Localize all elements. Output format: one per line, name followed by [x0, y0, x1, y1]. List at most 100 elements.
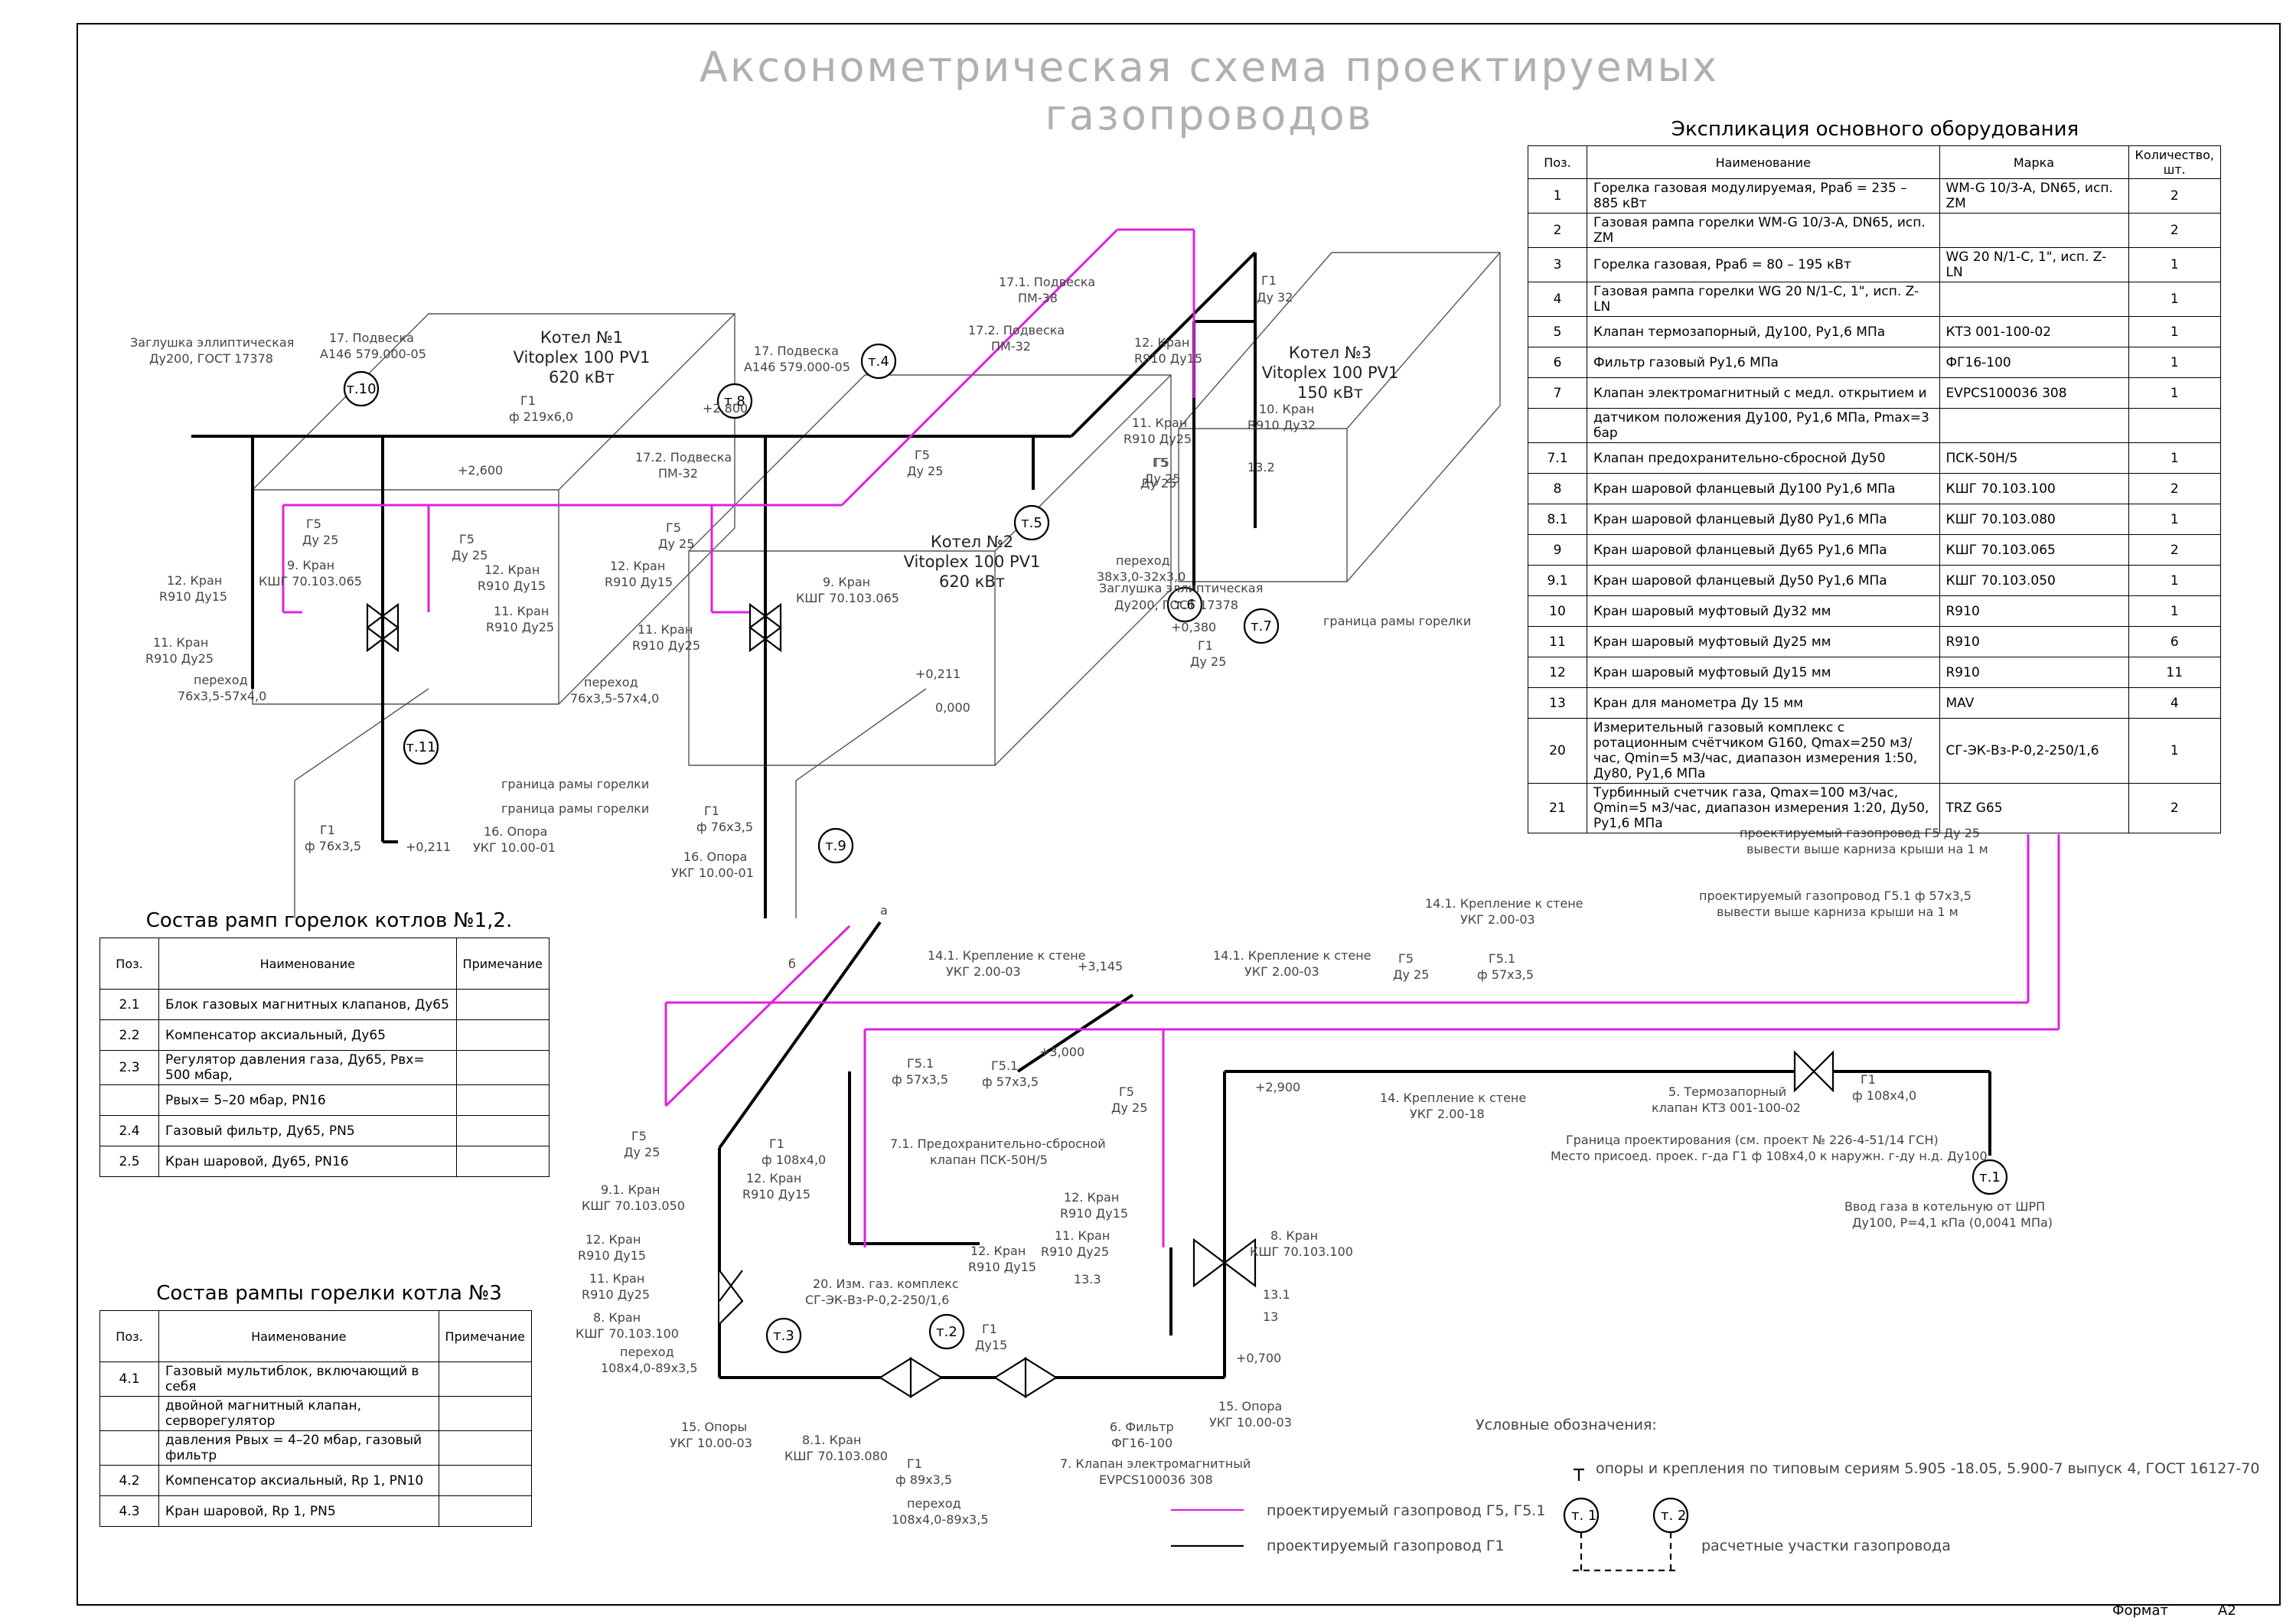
annotation-valve-11b-t: R910 Ду25	[486, 620, 554, 634]
annotation-hanger-1-type: А146 579.000-05	[320, 347, 426, 361]
annotation-elev-0211b: +0,211	[915, 667, 960, 681]
annotation-g5-1a-t: ф 57х3,5	[892, 1072, 948, 1087]
annotation-inlet-1: Ввод газа в котельную от ШРП	[1844, 1199, 2045, 1214]
boiler-1-power: 620 кВт	[549, 368, 615, 386]
table-cell: Кран шаровой фланцевый Ду80 Ру1,6 МПа	[1587, 504, 1940, 535]
table-cell: СГ-ЭК-Вз-Р-0,2-250/1,6	[1939, 718, 2129, 784]
annotation-wall-14: 14. Крепление к стене	[1380, 1091, 1526, 1105]
table-cell	[455, 1019, 550, 1051]
annotation-g1-76a: Г1	[320, 823, 335, 837]
equipment-header-qty: Количество, шт.	[2128, 145, 2221, 179]
segment-marker-labels: т.10 т.8 т.4 т.5 т.6 т.7 т.11 т.9 т.3 т.…	[346, 354, 2000, 1344]
drawing-frame	[77, 23, 2281, 1606]
annotation-g5-g: Г5	[1398, 951, 1414, 966]
annotation-axis-a: а	[880, 903, 888, 918]
table-cell: Газовый фильтр, Ду65, PN5	[158, 1115, 457, 1146]
label-t11: т.11	[406, 739, 435, 755]
table-cell: датчиком положения Ду100, Ру1,6 МПа, Pma…	[1587, 408, 1940, 443]
annotation-valve-9a: 9. Кран	[287, 558, 334, 572]
annotation-g5-d: Г5	[915, 448, 930, 462]
table-cell: ПСК-50Н/5	[1939, 442, 2129, 474]
annotation-valve-12b-t: R910 Ду15	[478, 579, 546, 593]
annotation-valve-12i: 12. Кран	[970, 1244, 1026, 1258]
table-cell: 9	[1528, 534, 1587, 566]
annotation-valve-12f: 12. Кран	[746, 1171, 801, 1185]
legend-title: Условные обозначения:	[1476, 1417, 1657, 1433]
table-cell: 1	[2128, 316, 2221, 347]
annotation-g5-i-size: Ду 25	[624, 1145, 660, 1159]
annotation-vent-1b: вывести выше карниза крыши на 1 м	[1746, 842, 1988, 856]
annotation-transition-b-t: 76х3,5-57х4,0	[570, 691, 659, 706]
annotation-g1-main-size: ф 219х6,0	[509, 409, 573, 424]
annotation-valve-12e: 12. Кран	[1134, 335, 1189, 350]
table-cell: 1	[2128, 282, 2221, 317]
annotation-elev-0000: 0,000	[935, 700, 970, 715]
equipment-header-brand: Марка	[1939, 145, 2129, 179]
boiler-1-name: Котел №1	[540, 328, 623, 347]
annotation-border-1: Граница проектирования (см. проект № 226…	[1566, 1133, 1939, 1147]
table-cell: Горелка газовая модулируемая, Pраб = 235…	[1587, 178, 1940, 214]
table-cell: КШГ 70.103.065	[1939, 534, 2129, 566]
table-row: Pвых= 5–20 мбар, PN16	[99, 1084, 550, 1116]
table-cell: 4	[2128, 687, 2221, 719]
boiler-2-model: Vitoplex 100 PV1	[904, 553, 1041, 571]
table-row: двойной магнитный клапан, сервoрегулятор	[99, 1396, 533, 1431]
annotation-hanger-1: 17. Подвеска	[329, 331, 414, 345]
format-label: Формат	[2112, 1603, 2169, 1619]
table-cell	[455, 1146, 550, 1177]
segment-marker-t9	[817, 827, 854, 864]
annotation-elev-0700: +0,700	[1236, 1351, 1281, 1365]
table-cell: R910	[1939, 626, 2129, 657]
table-cell: 4.2	[99, 1465, 159, 1496]
annotation-thermo-valve-t: клапан КТЗ 001-100-02	[1652, 1101, 1801, 1115]
annotation-g5-e: Г5	[1154, 455, 1169, 470]
annotation-valve-12h: 12. Кран	[1064, 1190, 1119, 1205]
annotation-transition-a-t: 76х3,5-57х4,0	[178, 689, 266, 703]
annotation-n13-3: 13.3	[1074, 1272, 1101, 1286]
annotation-g1-76b: Г1	[704, 804, 719, 818]
annotation-valve-91: 9.1. Кран	[601, 1182, 660, 1197]
annotation-g5-a: Г5	[306, 517, 321, 531]
annotation-hanger-3: 17.1. Подвеска	[999, 275, 1095, 289]
annotation-valve-12g-t: R910 Ду15	[578, 1248, 646, 1263]
annotation-valve-11d-t: R910 Ду25	[1124, 432, 1192, 446]
segment-markers	[343, 343, 2008, 1354]
annotation-hanger-5: 17.2. Подвеска	[635, 450, 732, 465]
annotation-support-15b: 15. Опора	[1218, 1399, 1282, 1414]
table-cell	[2128, 408, 2221, 443]
label-t3: т.3	[773, 1328, 794, 1344]
annotation-g5-b-size: Ду 25	[452, 548, 488, 563]
annotation-hanger-2-type: А146 579.000-05	[744, 360, 850, 374]
annotation-g5-c: Г5	[666, 520, 681, 535]
table-cell: 2	[2128, 178, 2221, 214]
annotation-transition-d-t: 108х4,0-89х3,5	[601, 1361, 698, 1375]
ramp3-header-note: Примечание	[438, 1310, 533, 1362]
annotation-valve-12a-t: R910 Ду15	[159, 589, 227, 604]
annotation-g5-e-size: Ду 25	[1144, 471, 1180, 486]
table-cell: 10	[1528, 595, 1587, 627]
annotation-n13-1: 13.1	[1263, 1287, 1290, 1302]
table-cell	[438, 1465, 533, 1496]
table-cell	[438, 1361, 533, 1397]
annotation-transition-c-t: 38х3,0-32х3,0	[1097, 569, 1186, 584]
table-cell: Газовый мультиблок, включающий в себя	[158, 1361, 439, 1397]
annotation-wall-141a: 14.1. Крепление к стене	[928, 948, 1086, 963]
annotation-g5-d-size: Ду 25	[907, 464, 943, 478]
table-cell: 3	[1528, 247, 1587, 282]
annotation-axis-b: б	[788, 957, 796, 971]
table-cell: 12	[1528, 657, 1587, 688]
table-cell: Кран шаровый муфтовый Ду32 мм	[1587, 595, 1940, 627]
table-cell	[1939, 282, 2129, 317]
annotation-g5-1a: Г5.1	[907, 1056, 934, 1071]
annotation-valve-11f-t: R910 Ду25	[1041, 1244, 1109, 1259]
table-cell: 2	[1528, 213, 1587, 248]
equipment-header-pos: Поз.	[1528, 145, 1587, 179]
table-cell: 2.3	[99, 1050, 159, 1085]
annotation-hanger-4-type: ПМ-32	[991, 339, 1031, 354]
annotation-valve-11e-t: R910 Ду25	[582, 1287, 650, 1302]
